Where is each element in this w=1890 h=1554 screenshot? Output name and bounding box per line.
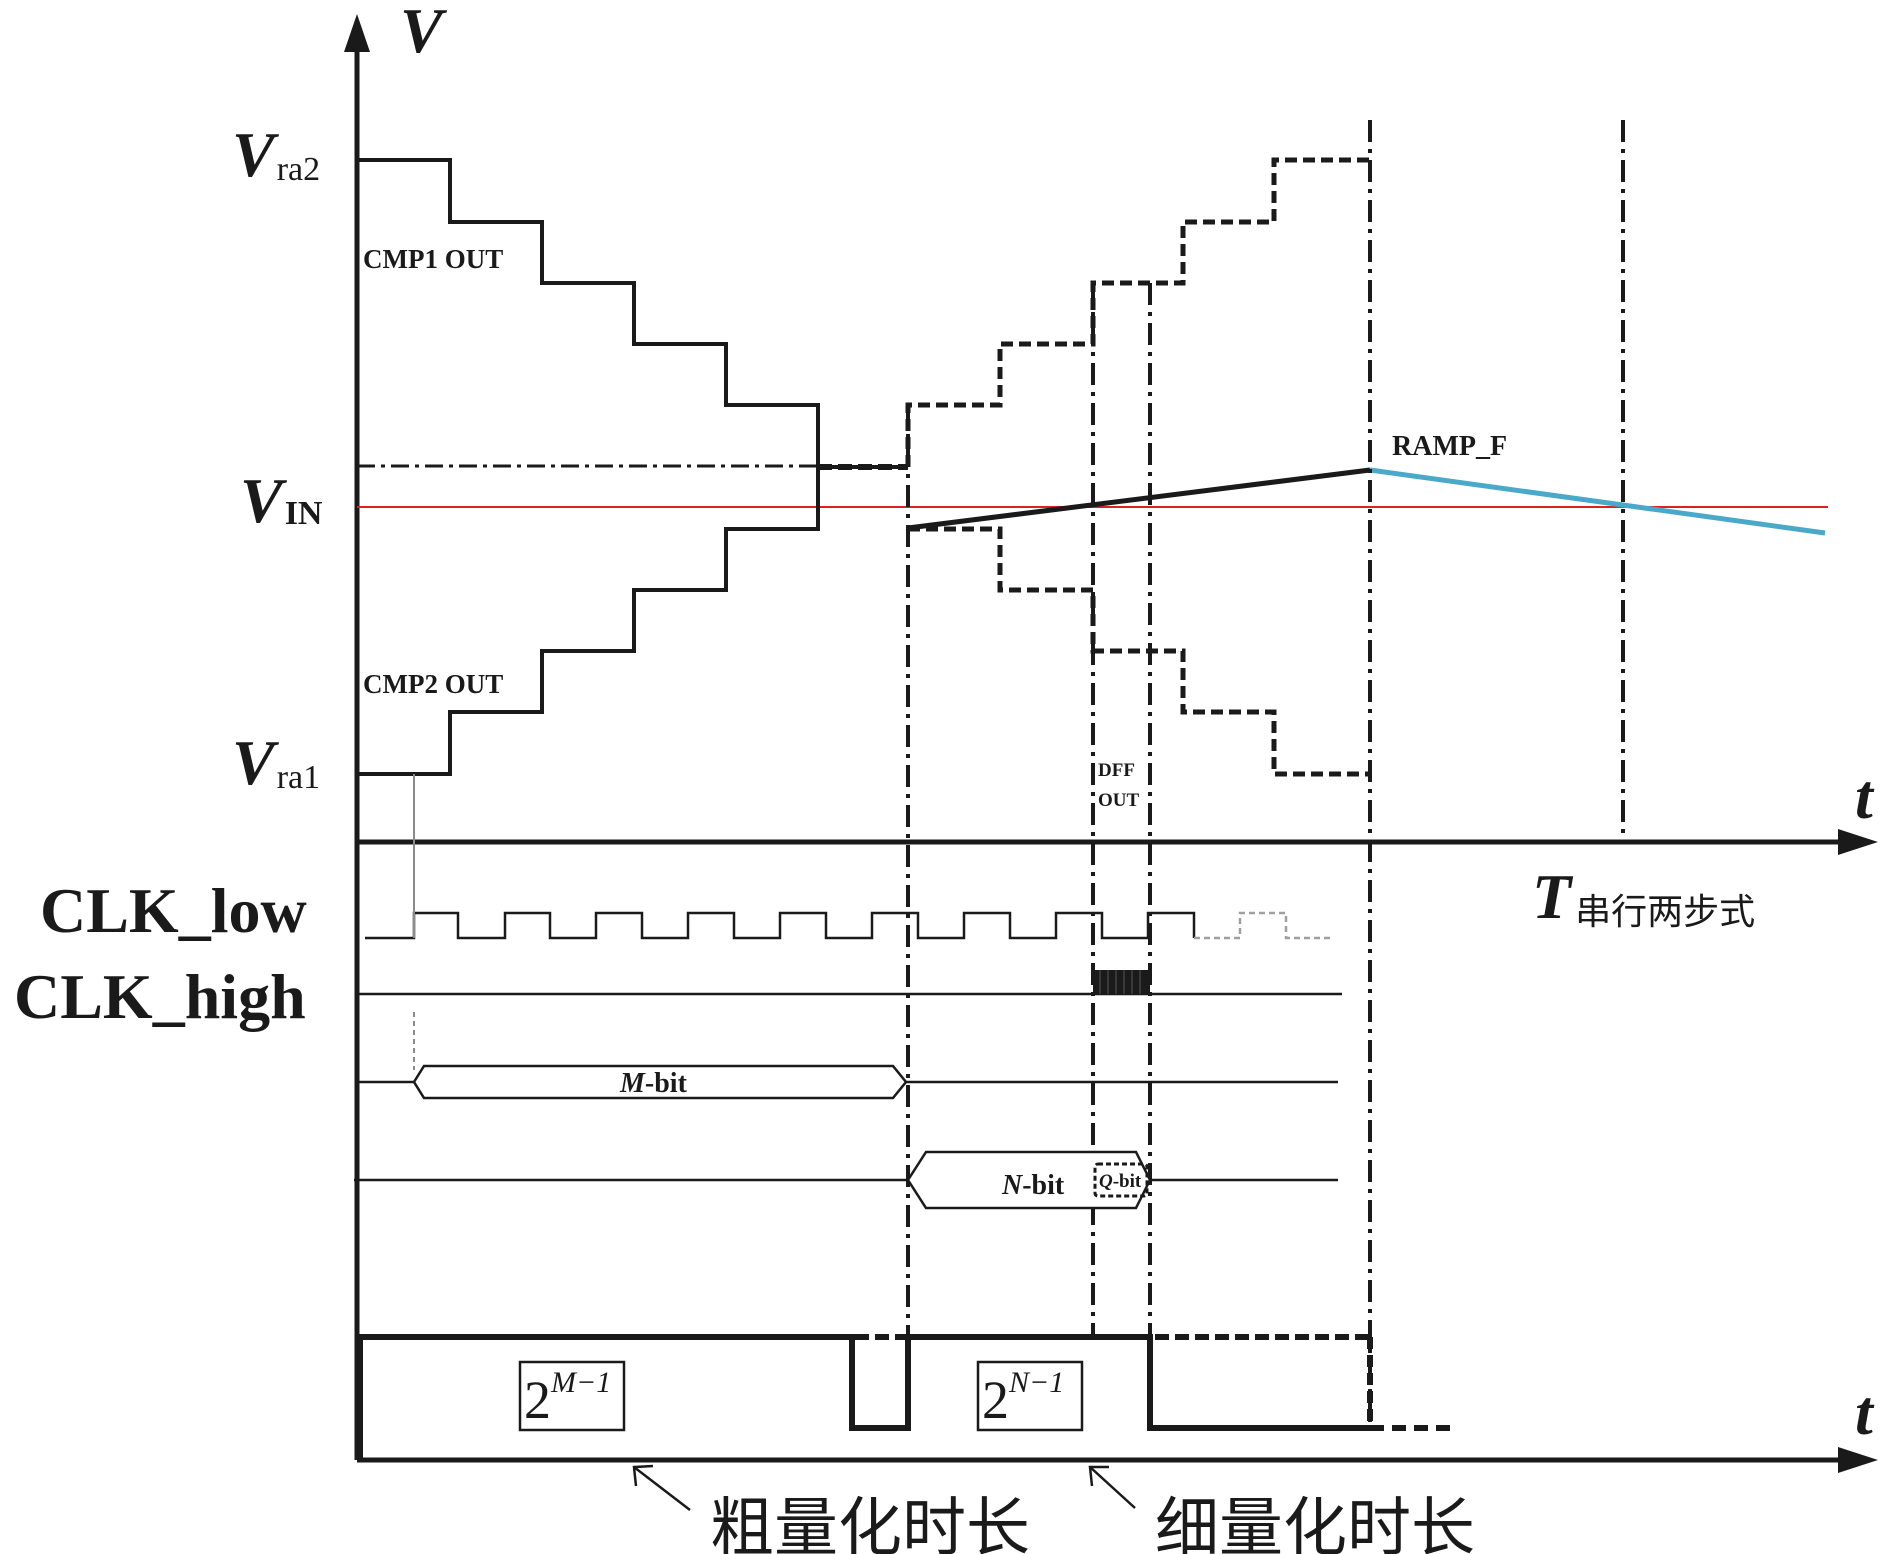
box-2n1-base: 2 (982, 1370, 1009, 1430)
ramp-f-falling (1369, 467, 1826, 536)
cmp2-staircase (357, 467, 820, 776)
box-2m1 (518, 1360, 626, 1432)
t-serial-main: T (1532, 861, 1574, 932)
vra2-sub: ra2 (277, 151, 320, 188)
clk-high-burst (1093, 970, 1150, 994)
vin-sub: IN (285, 495, 323, 532)
ramp-f-rising (907, 467, 1371, 531)
q-bit-box (1093, 1162, 1149, 1198)
n-bit-var: N (1001, 1170, 1024, 1201)
clk-low-waveform (365, 911, 1196, 940)
vin-main: V (240, 465, 288, 536)
box-2m1-exp: M−1 (550, 1366, 611, 1399)
q-bit-label: Q-bit (1099, 1171, 1142, 1192)
ramp-f-label: RAMP_F (1392, 431, 1507, 462)
q-bit-rest: -bit (1113, 1171, 1142, 1192)
t-serial-sub: 串行两步式 (1575, 892, 1755, 933)
t-axis-bottom-label: t (1855, 1377, 1875, 1448)
dff-label-line2: OUT (1098, 790, 1140, 811)
n-bit-label: N-bit (1001, 1170, 1065, 1201)
v-axis-arrow-icon (344, 14, 370, 52)
t-axis-bottom-arrow-icon (1838, 1447, 1878, 1473)
cmp1-staircase (357, 158, 908, 469)
m-bit-label: M-bit (619, 1068, 688, 1099)
v-axis-label: V (400, 0, 448, 66)
m-bit-var: M (619, 1068, 646, 1099)
box-2n1-text: 2N−1 (982, 1366, 1064, 1430)
box-2n1-exp: N−1 (1008, 1366, 1064, 1399)
cmp2-label: CMP2 OUT (363, 669, 503, 699)
clk-low-label: CLK_low (40, 875, 307, 946)
counter-solid-waveform (357, 1334, 1370, 1460)
vra2-main: V (232, 119, 280, 190)
vra1-sub: ra1 (277, 759, 320, 796)
fine-upper-staircase (905, 157, 1370, 467)
vra1-main: V (232, 727, 280, 798)
t-axis-top-label: t (1855, 761, 1875, 832)
cmp1-label: CMP1 OUT (363, 244, 503, 274)
vertical-markers (906, 120, 1625, 1425)
t-axis-top-arrow-icon (1838, 829, 1878, 855)
m-bit-rest: -bit (645, 1068, 688, 1099)
clk-low-faded (1194, 911, 1330, 940)
q-bit-var: Q (1099, 1171, 1113, 1192)
box-2m1-base: 2 (524, 1370, 551, 1430)
coarse-pointer-arrow-icon (632, 1464, 691, 1511)
clk-high-burst-ticks (1099, 970, 1141, 994)
clk-high-label: CLK_high (14, 961, 306, 1032)
dff-label-line1: DFF (1098, 760, 1135, 781)
fine-lower-staircase (908, 526, 1370, 777)
n-bit-rest: -bit (1022, 1170, 1065, 1201)
vra1-label: Vra1 (232, 727, 320, 798)
box-2n1 (976, 1360, 1084, 1432)
vin-label: VIN (240, 465, 323, 536)
box-2m1-text: 2M−1 (524, 1366, 611, 1430)
coarse-duration-label: 粗量化时长 (710, 1492, 1030, 1554)
fine-pointer-arrow-icon (1088, 1465, 1136, 1509)
axes (344, 14, 1878, 1473)
fine-duration-label: 细量化时长 (1155, 1492, 1475, 1554)
vra2-label: Vra2 (232, 119, 320, 190)
